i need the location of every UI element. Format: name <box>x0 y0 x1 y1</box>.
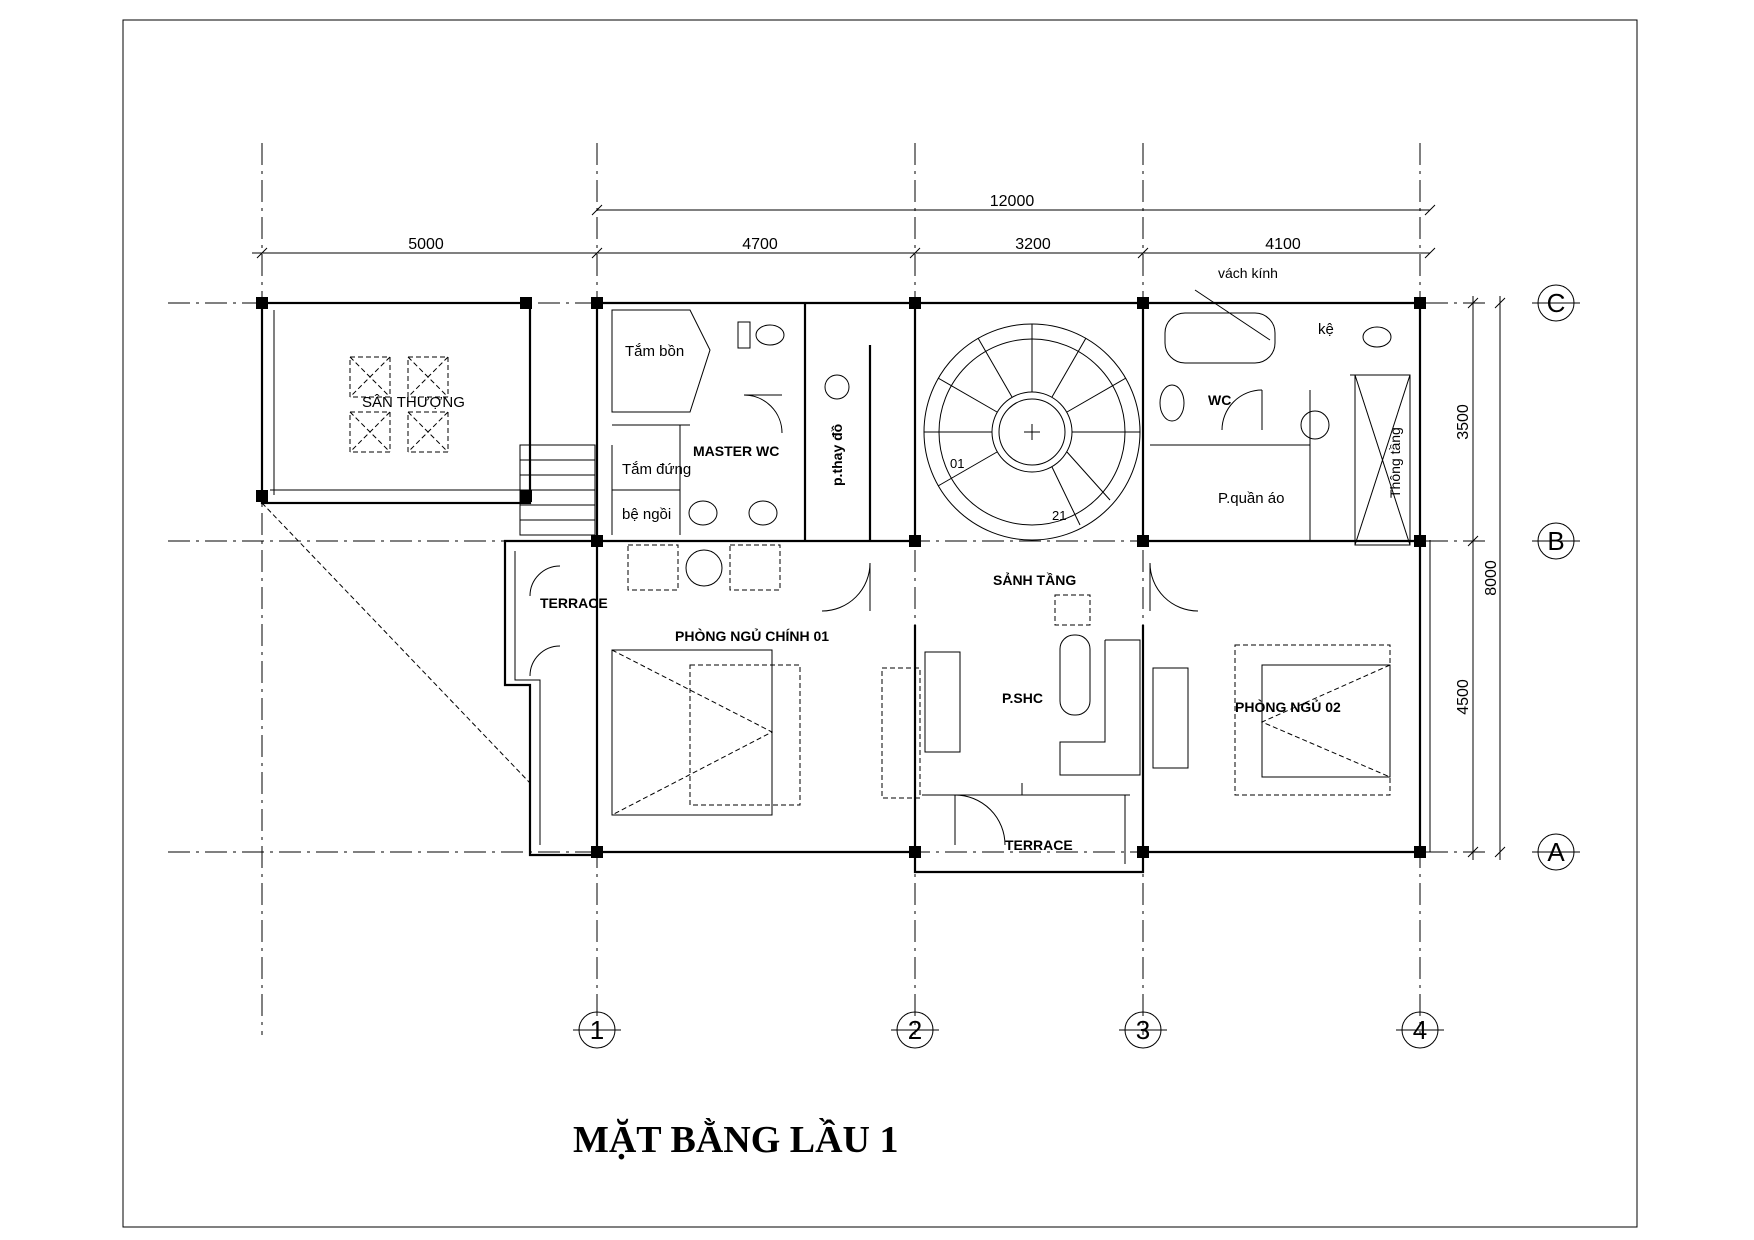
sheet-border <box>122 19 1638 1228</box>
spiral-stair: 01 21 <box>923 323 1141 541</box>
dim-overall: 12000 <box>990 193 1035 210</box>
top-dimensions: 12000 5000 4700 3200 4100 <box>252 193 1436 259</box>
grid-row-c: C <box>1547 288 1566 318</box>
label-phong-ngu-chinh: PHÒNG NGỦ CHÍNH 01 <box>675 627 829 644</box>
dim-right-top: 3500 <box>1455 404 1472 440</box>
grid-col-1: 1 <box>590 1015 604 1045</box>
label-san-thuong: SÂN THƯỢNG <box>362 394 465 411</box>
grid-col-4: 4 <box>1413 1015 1427 1045</box>
label-ke: kệ <box>1318 321 1334 338</box>
label-sanh-tang: SẢNH TẦNG <box>993 572 1076 588</box>
right-dimensions: 3500 4500 8000 <box>1455 296 1506 860</box>
drawing-title: MẶT BẰNG LẦU 1 <box>573 1118 899 1161</box>
doors <box>529 389 1263 846</box>
label-p-shc: P.SHC <box>1002 690 1043 706</box>
label-phong-ngu-02: PHÒNG NGỦ 02 <box>1235 698 1341 715</box>
grid-row-a: A <box>1547 837 1565 867</box>
label-p-thay-do: p.thay đồ <box>829 424 845 486</box>
stair-start-label: 01 <box>950 456 964 471</box>
room-furniture <box>611 544 1391 816</box>
grid-col-3: 3 <box>1136 1015 1150 1045</box>
grid-axes <box>168 143 1490 1035</box>
dim-right-total: 8000 <box>1483 560 1500 596</box>
label-tam-dung: Tắm đứng <box>622 461 691 478</box>
label-terrace-left: TERRACE <box>540 595 608 611</box>
label-wc: WC <box>1208 392 1231 408</box>
label-vach-kinh: vách kính <box>1218 265 1278 281</box>
label-terrace-bottom: TERRACE <box>1005 837 1073 853</box>
label-master-wc: MASTER WC <box>693 443 779 459</box>
dim-bay-2: 4700 <box>742 236 778 253</box>
label-p-quan-ao: P.quần áo <box>1218 490 1284 507</box>
stair-end-label: 21 <box>1052 508 1066 523</box>
dim-bay-4: 4100 <box>1265 236 1301 253</box>
walls <box>260 301 1431 874</box>
grid-col-2: 2 <box>908 1015 922 1045</box>
roof-planters <box>349 356 449 453</box>
bath-fixtures <box>611 289 1411 546</box>
label-tam-bon: Tắm bồn <box>625 343 684 360</box>
grid-bubbles: C B A 1 2 3 4 <box>573 284 1580 1049</box>
dim-bay-1: 5000 <box>408 236 444 253</box>
grid-row-b: B <box>1547 526 1564 556</box>
label-thong-tang: Thông tầng <box>1387 427 1403 498</box>
room-labels: SÂN THƯỢNG Tắm bồn Tắm đứng bệ ngồi MAST… <box>362 265 1403 853</box>
columns <box>256 297 1426 858</box>
label-be-ngoi: bệ ngồi <box>622 506 671 523</box>
dim-bay-3: 3200 <box>1015 236 1051 253</box>
dim-right-bottom: 4500 <box>1455 679 1472 715</box>
